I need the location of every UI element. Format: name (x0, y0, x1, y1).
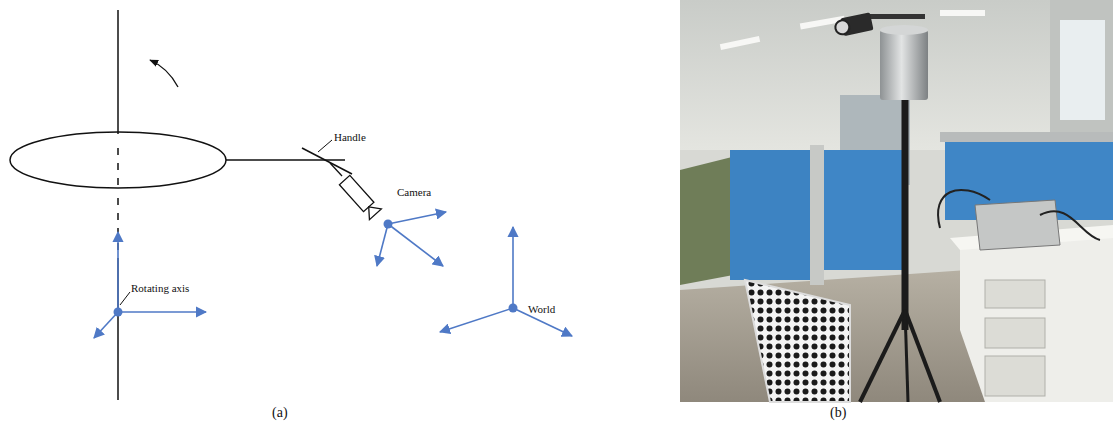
schematic (10, 10, 572, 400)
panel-label: (a) (272, 405, 288, 420)
part-label: Camera (397, 186, 431, 198)
panel-label: (b) (830, 405, 846, 420)
photo (680, 0, 1113, 402)
part-label: Rotating axis (131, 282, 189, 294)
part-label: Handle (334, 131, 366, 143)
part-label: World (528, 303, 555, 315)
